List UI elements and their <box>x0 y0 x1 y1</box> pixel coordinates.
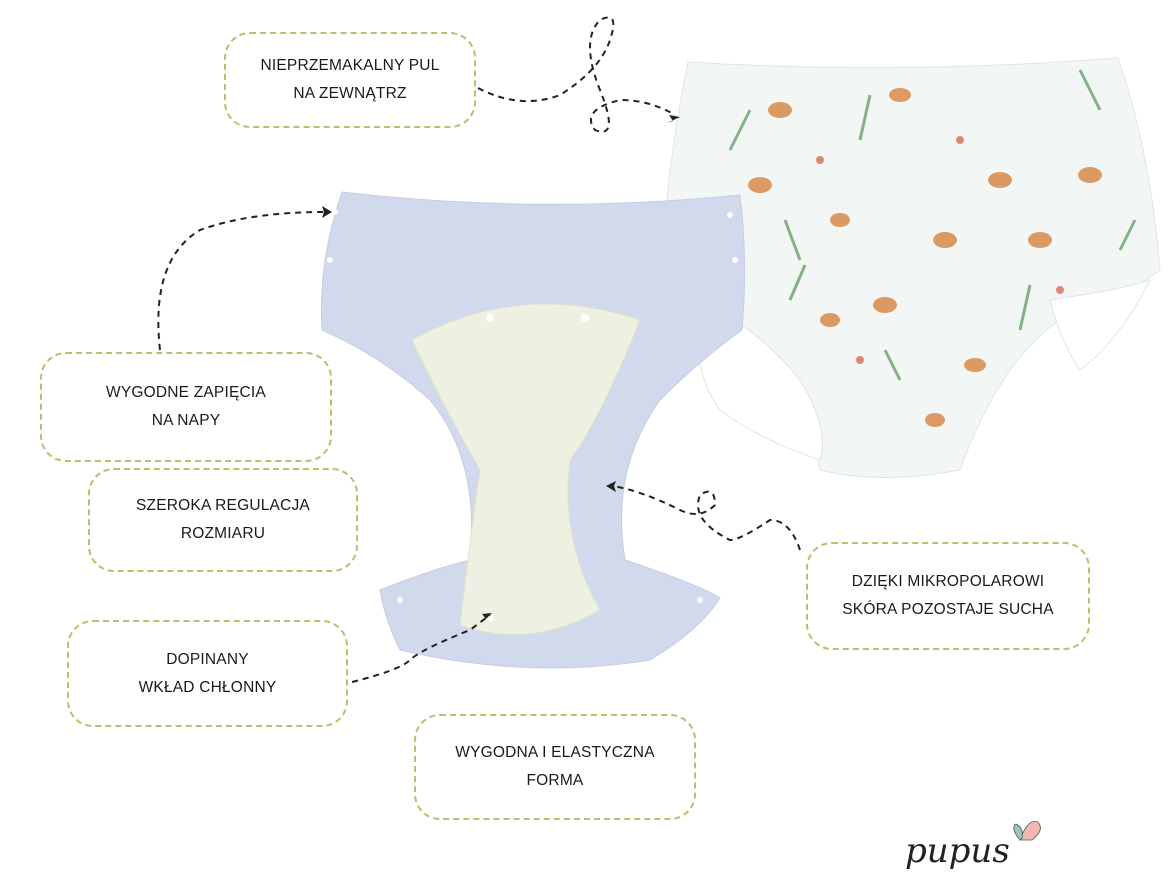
callout-micropolar: DZIĘKI MIKROPOLAROWI SKÓRA POZOSTAJE SUCH… <box>806 542 1090 650</box>
pupus-logo: pupus <box>905 821 1041 871</box>
callout-text: DZIĘKI MIKROPOLAROWI <box>851 573 1045 590</box>
callout-size-adjustment: SZEROKA REGULACJA ROZMIARU <box>88 468 358 572</box>
blue-diaper-image <box>320 191 746 669</box>
callout-text: SZEROKA REGULACJA <box>136 497 310 514</box>
callout-arrows <box>157 16 801 683</box>
callout-text: WKŁAD CHŁONNY <box>138 678 277 696</box>
callout-text: SKÓRA POZOSTAJE SUCHA <box>842 601 1054 618</box>
callout-text: WYGODNA I ELASTYCZNA <box>455 744 655 761</box>
floral-diaper-image <box>659 57 1161 478</box>
callout-text: NA NAPY <box>151 412 221 429</box>
callout-text: NIEPRZEMAKALNY PUL <box>260 57 440 74</box>
callout-text: NA ZEWNĄTRZ <box>293 85 407 102</box>
callout-snaps: WYGODNE ZAPIĘCIA NA NAPY <box>40 352 332 462</box>
arrowheads <box>322 115 680 619</box>
callout-snap-insert: DOPINANY WKŁAD CHŁONNY <box>67 620 348 727</box>
callout-waterproof-pul: NIEPRZEMAKALNY PUL NA ZEWNĄTRZ <box>224 32 476 128</box>
callout-text: DOPINANY <box>166 650 249 668</box>
callout-text: FORMA <box>526 772 584 789</box>
svg-text:pupus: pupus <box>905 831 1010 871</box>
callout-text: WYGODNE ZAPIĘCIA <box>106 384 266 401</box>
callout-elastic-form: WYGODNA I ELASTYCZNA FORMA <box>414 714 696 820</box>
callout-text: ROZMIARU <box>180 525 266 542</box>
